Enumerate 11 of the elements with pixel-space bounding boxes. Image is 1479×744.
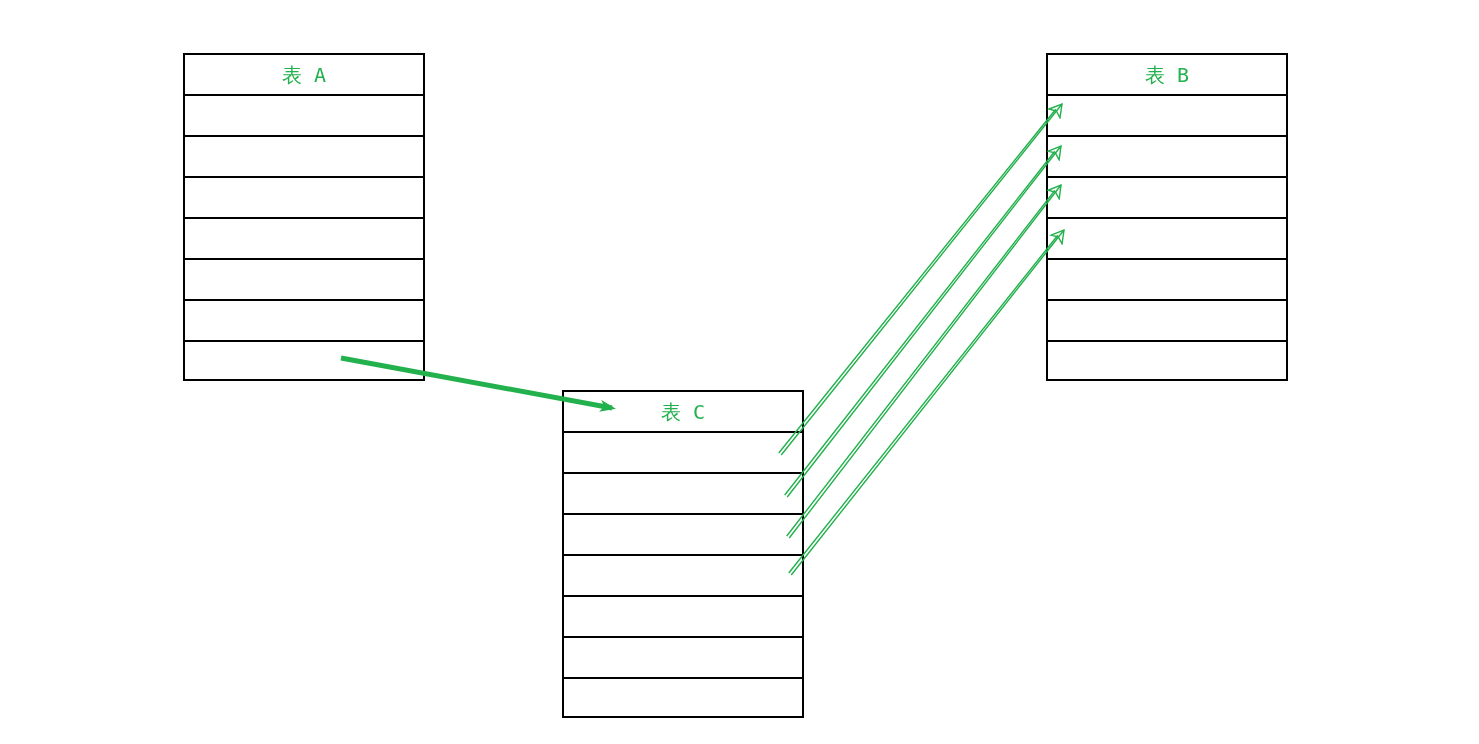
table-box <box>562 390 804 718</box>
arrow <box>788 229 1065 576</box>
table-box <box>183 53 425 381</box>
arrow <box>340 355 616 412</box>
table-box <box>1046 53 1288 381</box>
table-title: 表 B <box>1144 62 1190 89</box>
arrow <box>784 145 1062 498</box>
arrow <box>786 184 1062 539</box>
table-title: 表 A <box>281 62 327 89</box>
arrow <box>778 103 1063 456</box>
table-title: 表 C <box>660 399 706 426</box>
